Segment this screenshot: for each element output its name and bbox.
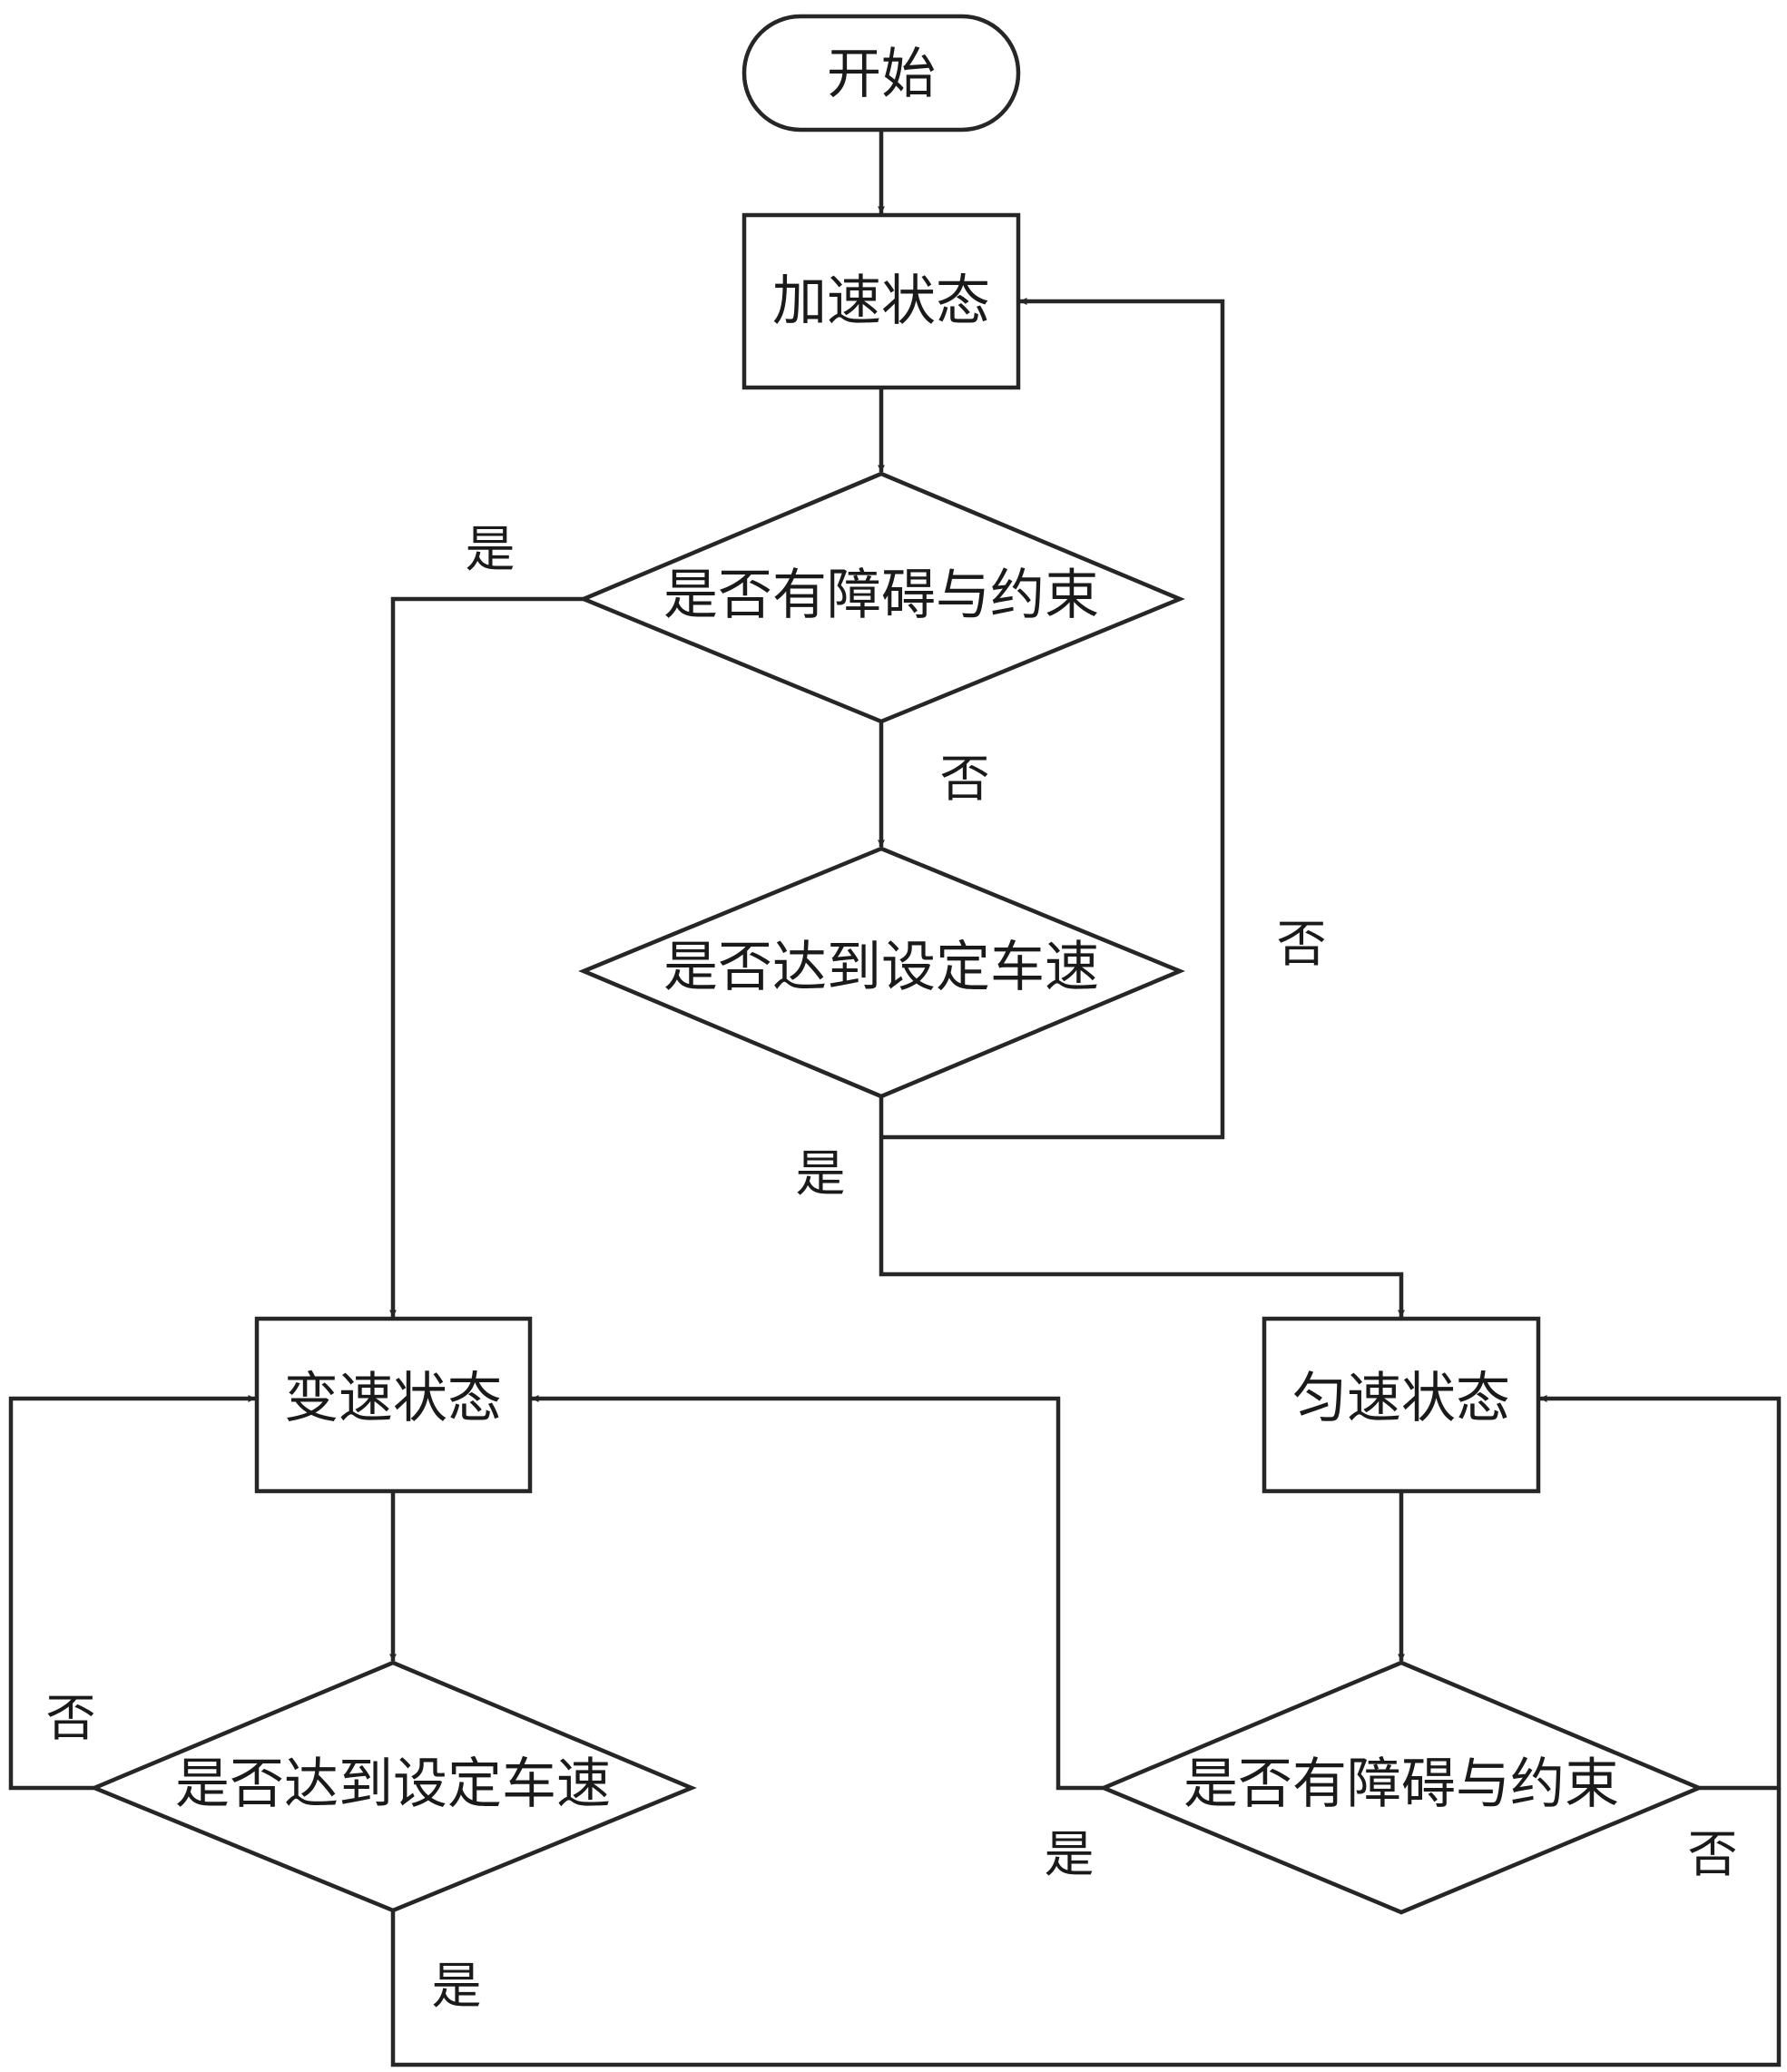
speed-decision-2-label: 是否达到设定车速 bbox=[175, 1753, 611, 1816]
label-speed1-no: 否 bbox=[1276, 915, 1326, 973]
label-obstacle1-no: 否 bbox=[939, 750, 989, 808]
obstacle-decision-1: 是否有障碍与约束 bbox=[578, 471, 1185, 724]
arrow-speed2-no-to-variable bbox=[8, 1395, 256, 1791]
arrow-obstacle1-yes-to-variable bbox=[389, 596, 584, 1318]
variable-state-label: 变速状态 bbox=[284, 1367, 502, 1430]
uniform-state-label: 匀速状态 bbox=[1292, 1367, 1510, 1430]
start-label: 开始 bbox=[827, 43, 936, 106]
obstacle-decision-2: 是否有障碍与约束 bbox=[1098, 1660, 1704, 1915]
arrow-speed1-no-to-accel bbox=[881, 298, 1225, 1140]
label-speed2-yes: 是 bbox=[431, 1957, 481, 2015]
uniform-state-box: 匀速状态 bbox=[1262, 1316, 1541, 1494]
arrow-obstacle2-yes-to-variable bbox=[531, 1395, 1104, 1791]
variable-state-box: 变速状态 bbox=[254, 1316, 533, 1494]
speed-decision-1: 是否达到设定车速 bbox=[578, 846, 1185, 1099]
label-speed2-no: 否 bbox=[45, 1689, 95, 1747]
label-obstacle2-no: 否 bbox=[1687, 1825, 1737, 1883]
label-obstacle2-yes: 是 bbox=[1044, 1825, 1094, 1883]
line-speed2-yes-to-right-rail bbox=[390, 1788, 1782, 2067]
speed-decision-1-label: 是否达到设定车速 bbox=[663, 936, 1099, 999]
speed-decision-2: 是否达到设定车速 bbox=[89, 1660, 697, 1913]
obstacle-decision-1-label: 是否有障碍与约束 bbox=[663, 564, 1099, 627]
accel-state-label: 加速状态 bbox=[772, 270, 990, 333]
arrow-speed1-yes-to-uniform bbox=[879, 1096, 1405, 1318]
arrow-obstacle2-no-to-uniform bbox=[1539, 1395, 1782, 1791]
label-obstacle1-yes: 是 bbox=[465, 520, 515, 578]
obstacle-decision-2-label: 是否有障碍与约束 bbox=[1183, 1753, 1619, 1816]
label-speed1-yes: 是 bbox=[795, 1144, 845, 1203]
start-node: 开始 bbox=[741, 14, 1021, 133]
accel-state-box: 加速状态 bbox=[741, 212, 1021, 390]
